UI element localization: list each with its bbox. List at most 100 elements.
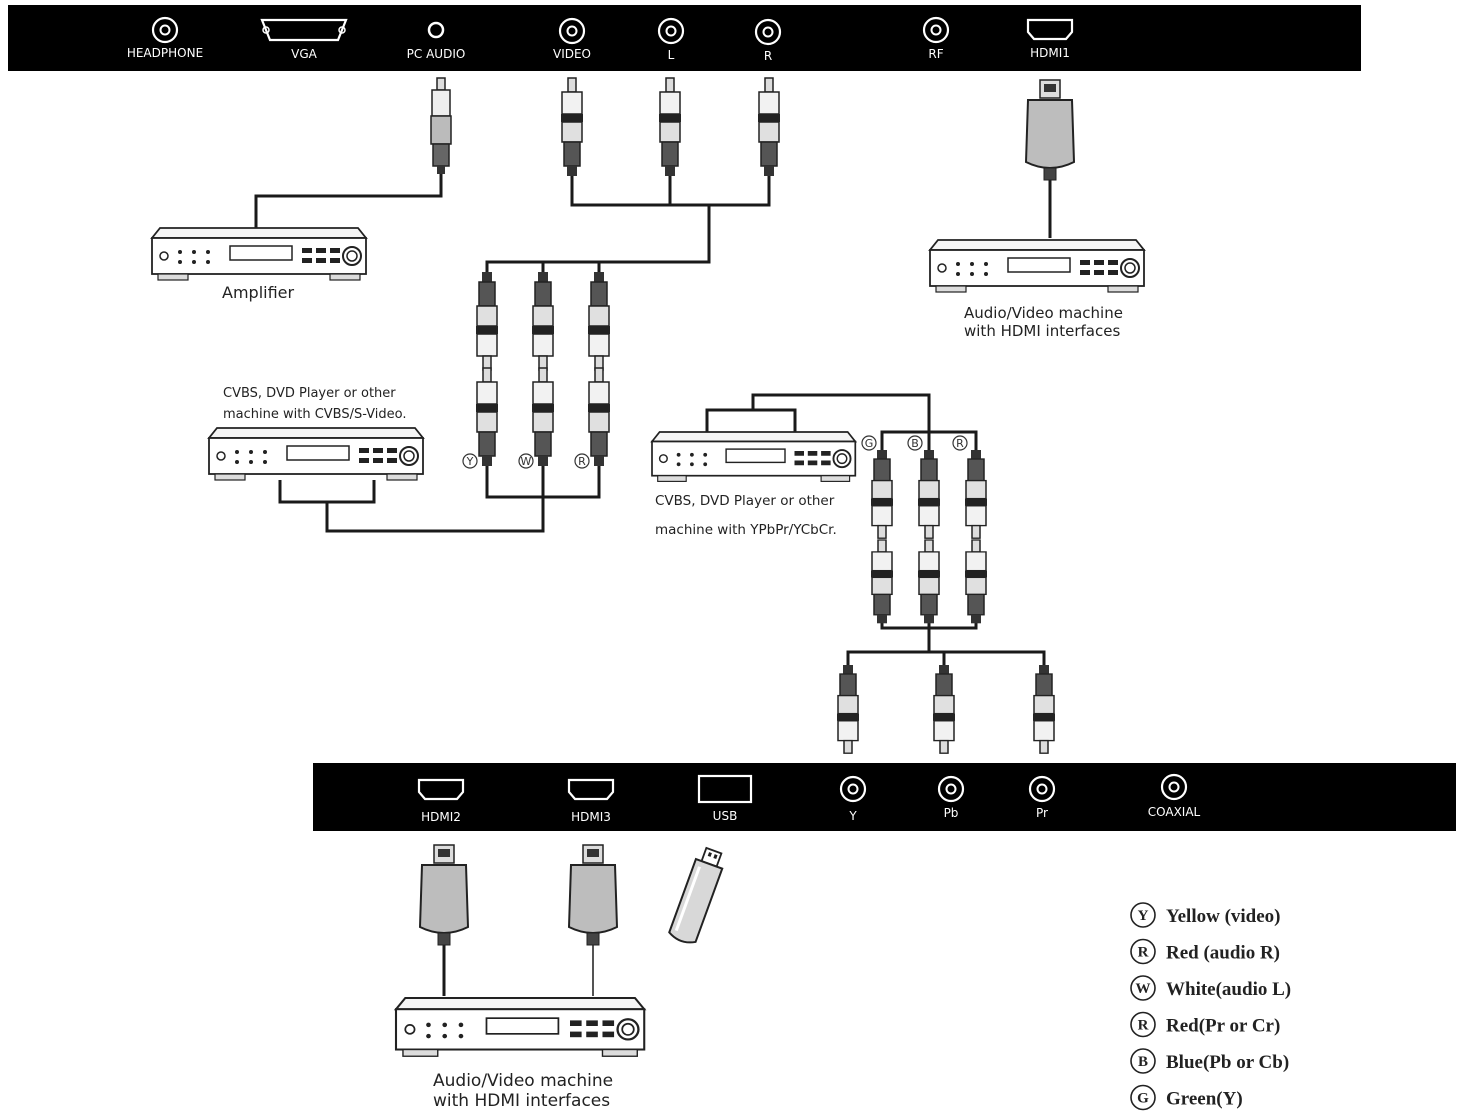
amplifier-label: Amplifier <box>222 283 295 302</box>
ypbpr-main-cable <box>751 393 931 455</box>
legend-text: Red(Pr or Cr) <box>1166 1016 1280 1037</box>
av-hdmi-top-label-1: Audio/Video machine <box>964 304 1123 322</box>
hdmi1-plug <box>1025 79 1075 181</box>
cvbs-marks: Y W R <box>462 453 590 469</box>
port-label-vga: VGA <box>291 47 318 61</box>
usb-port-icon <box>697 774 753 804</box>
mark-r2: R <box>956 437 964 450</box>
mark-b: B <box>911 437 919 450</box>
y-rca-plug <box>836 664 860 754</box>
port-label-y: Y <box>848 809 857 823</box>
amplifier-cable <box>254 172 443 228</box>
pb-rca-plug <box>932 664 956 754</box>
rca-jack-icon <box>1028 775 1056 803</box>
legend-text: Green(Y) <box>1166 1089 1243 1110</box>
hdmi-port-icon <box>567 778 615 801</box>
port-rf: RF <box>922 16 950 61</box>
port-y: Y <box>839 775 867 823</box>
cvbs-w-upper-plug <box>531 271 555 371</box>
comp-b-lower-plug <box>917 539 941 625</box>
video-rca-plug <box>560 77 584 177</box>
comp-g-lower-plug <box>870 539 894 625</box>
legend-letter: Y <box>1138 908 1149 924</box>
port-hdmi2: HDMI2 <box>417 778 465 824</box>
hdmi-port-icon <box>1026 18 1074 41</box>
comp-r-lower-plug <box>964 539 988 625</box>
legend-text: White(audio L) <box>1166 979 1291 1000</box>
mark-r: R <box>578 455 586 468</box>
legend-badge <box>1130 1084 1156 1111</box>
l-rca-plug <box>658 77 682 177</box>
port-label-usb: USB <box>713 809 738 823</box>
port-hdmi1: HDMI1 <box>1026 18 1074 60</box>
rca-jack-icon <box>558 17 586 45</box>
pc-audio-plug <box>430 77 452 174</box>
av-hdmi-top-label-2: with HDMI interfaces <box>964 322 1120 340</box>
port-label-l: L <box>668 48 675 62</box>
legend-letter: B <box>1138 1054 1148 1070</box>
cvbs-dvd-label-2: machine with CVBS/S-Video. <box>223 407 407 422</box>
av-hdmi-bottom-device <box>394 996 646 1058</box>
legend-letter: R <box>1138 945 1149 961</box>
usb-stick-icon <box>668 846 724 944</box>
ypbpr-dvd-device <box>651 431 857 483</box>
legend-badge <box>1130 975 1156 1001</box>
small-jack-icon <box>427 21 445 39</box>
port-label-headphone: HEADPHONE <box>127 46 203 60</box>
legend-badge <box>1130 1011 1156 1038</box>
legend-letter: W <box>1136 981 1151 997</box>
av-hdmi-bottom-label-2: with HDMI interfaces <box>433 1091 610 1111</box>
r-rca-plug <box>757 77 781 177</box>
av-hdmi-top-device <box>929 239 1145 293</box>
cvbs-w-lower-plug <box>531 367 555 467</box>
legend-item: W White(audio L) <box>1130 975 1291 1001</box>
legend-badge <box>1130 938 1156 965</box>
port-pb: Pb <box>937 775 965 820</box>
port-vga: VGA <box>260 18 348 61</box>
cvbs-return-cable <box>325 465 545 533</box>
port-video: VIDEO <box>553 17 591 61</box>
legend-item: G Green(Y) <box>1130 1084 1243 1111</box>
cvbs-y-lower-plug <box>475 367 499 467</box>
comp-g-upper-plug <box>870 449 894 539</box>
port-headphone: HEADPHONE <box>127 16 203 60</box>
port-label-pc-audio: PC AUDIO <box>407 47 466 61</box>
hdmi-port-icon <box>417 778 465 801</box>
port-label-hdmi2: HDMI2 <box>421 810 461 824</box>
devices <box>151 227 1145 1058</box>
mark-w: W <box>521 455 532 468</box>
port-r: R <box>754 18 782 63</box>
port-label-r: R <box>764 49 772 63</box>
top-connector-panel: HEADPHONE VGA PC AUDIO VIDEO L R RF HDMI1 <box>8 5 1361 71</box>
port-pc-audio: PC AUDIO <box>407 21 466 61</box>
ypbpr-lower-bus <box>846 650 1046 670</box>
port-label-video: VIDEO <box>553 47 591 61</box>
legend-badge <box>1130 1048 1156 1074</box>
cvbs-dvd-device <box>208 427 424 481</box>
legend-text: Yellow (video) <box>1166 906 1281 927</box>
port-label-rf: RF <box>928 47 943 61</box>
vga-port-icon <box>260 18 348 42</box>
device-labels: Amplifier Audio/Video machine with HDMI … <box>222 283 1123 1111</box>
cvbs-device-loop <box>278 480 376 504</box>
rca-jack-icon <box>754 18 782 46</box>
legend-badge <box>1130 902 1156 928</box>
ypbpr-device-loop <box>705 408 797 432</box>
legend-letter: R <box>1138 1018 1149 1034</box>
circle-jack-icon <box>151 16 179 44</box>
cvbs-r-upper-plug <box>587 271 611 371</box>
legend-letter: G <box>1137 1091 1149 1107</box>
cvbs-y-upper-plug <box>475 271 499 371</box>
port-hdmi3: HDMI3 <box>567 778 615 824</box>
bottom-panel-background <box>313 763 1456 831</box>
legend-item: R Red(Pr or Cr) <box>1130 1011 1280 1038</box>
rca-jack-icon <box>657 17 685 45</box>
hdmi3-plug <box>568 844 618 946</box>
pr-rca-plug <box>1032 664 1056 754</box>
ypbpr-dvd-label-1: CVBS, DVD Player or other <box>655 493 835 509</box>
